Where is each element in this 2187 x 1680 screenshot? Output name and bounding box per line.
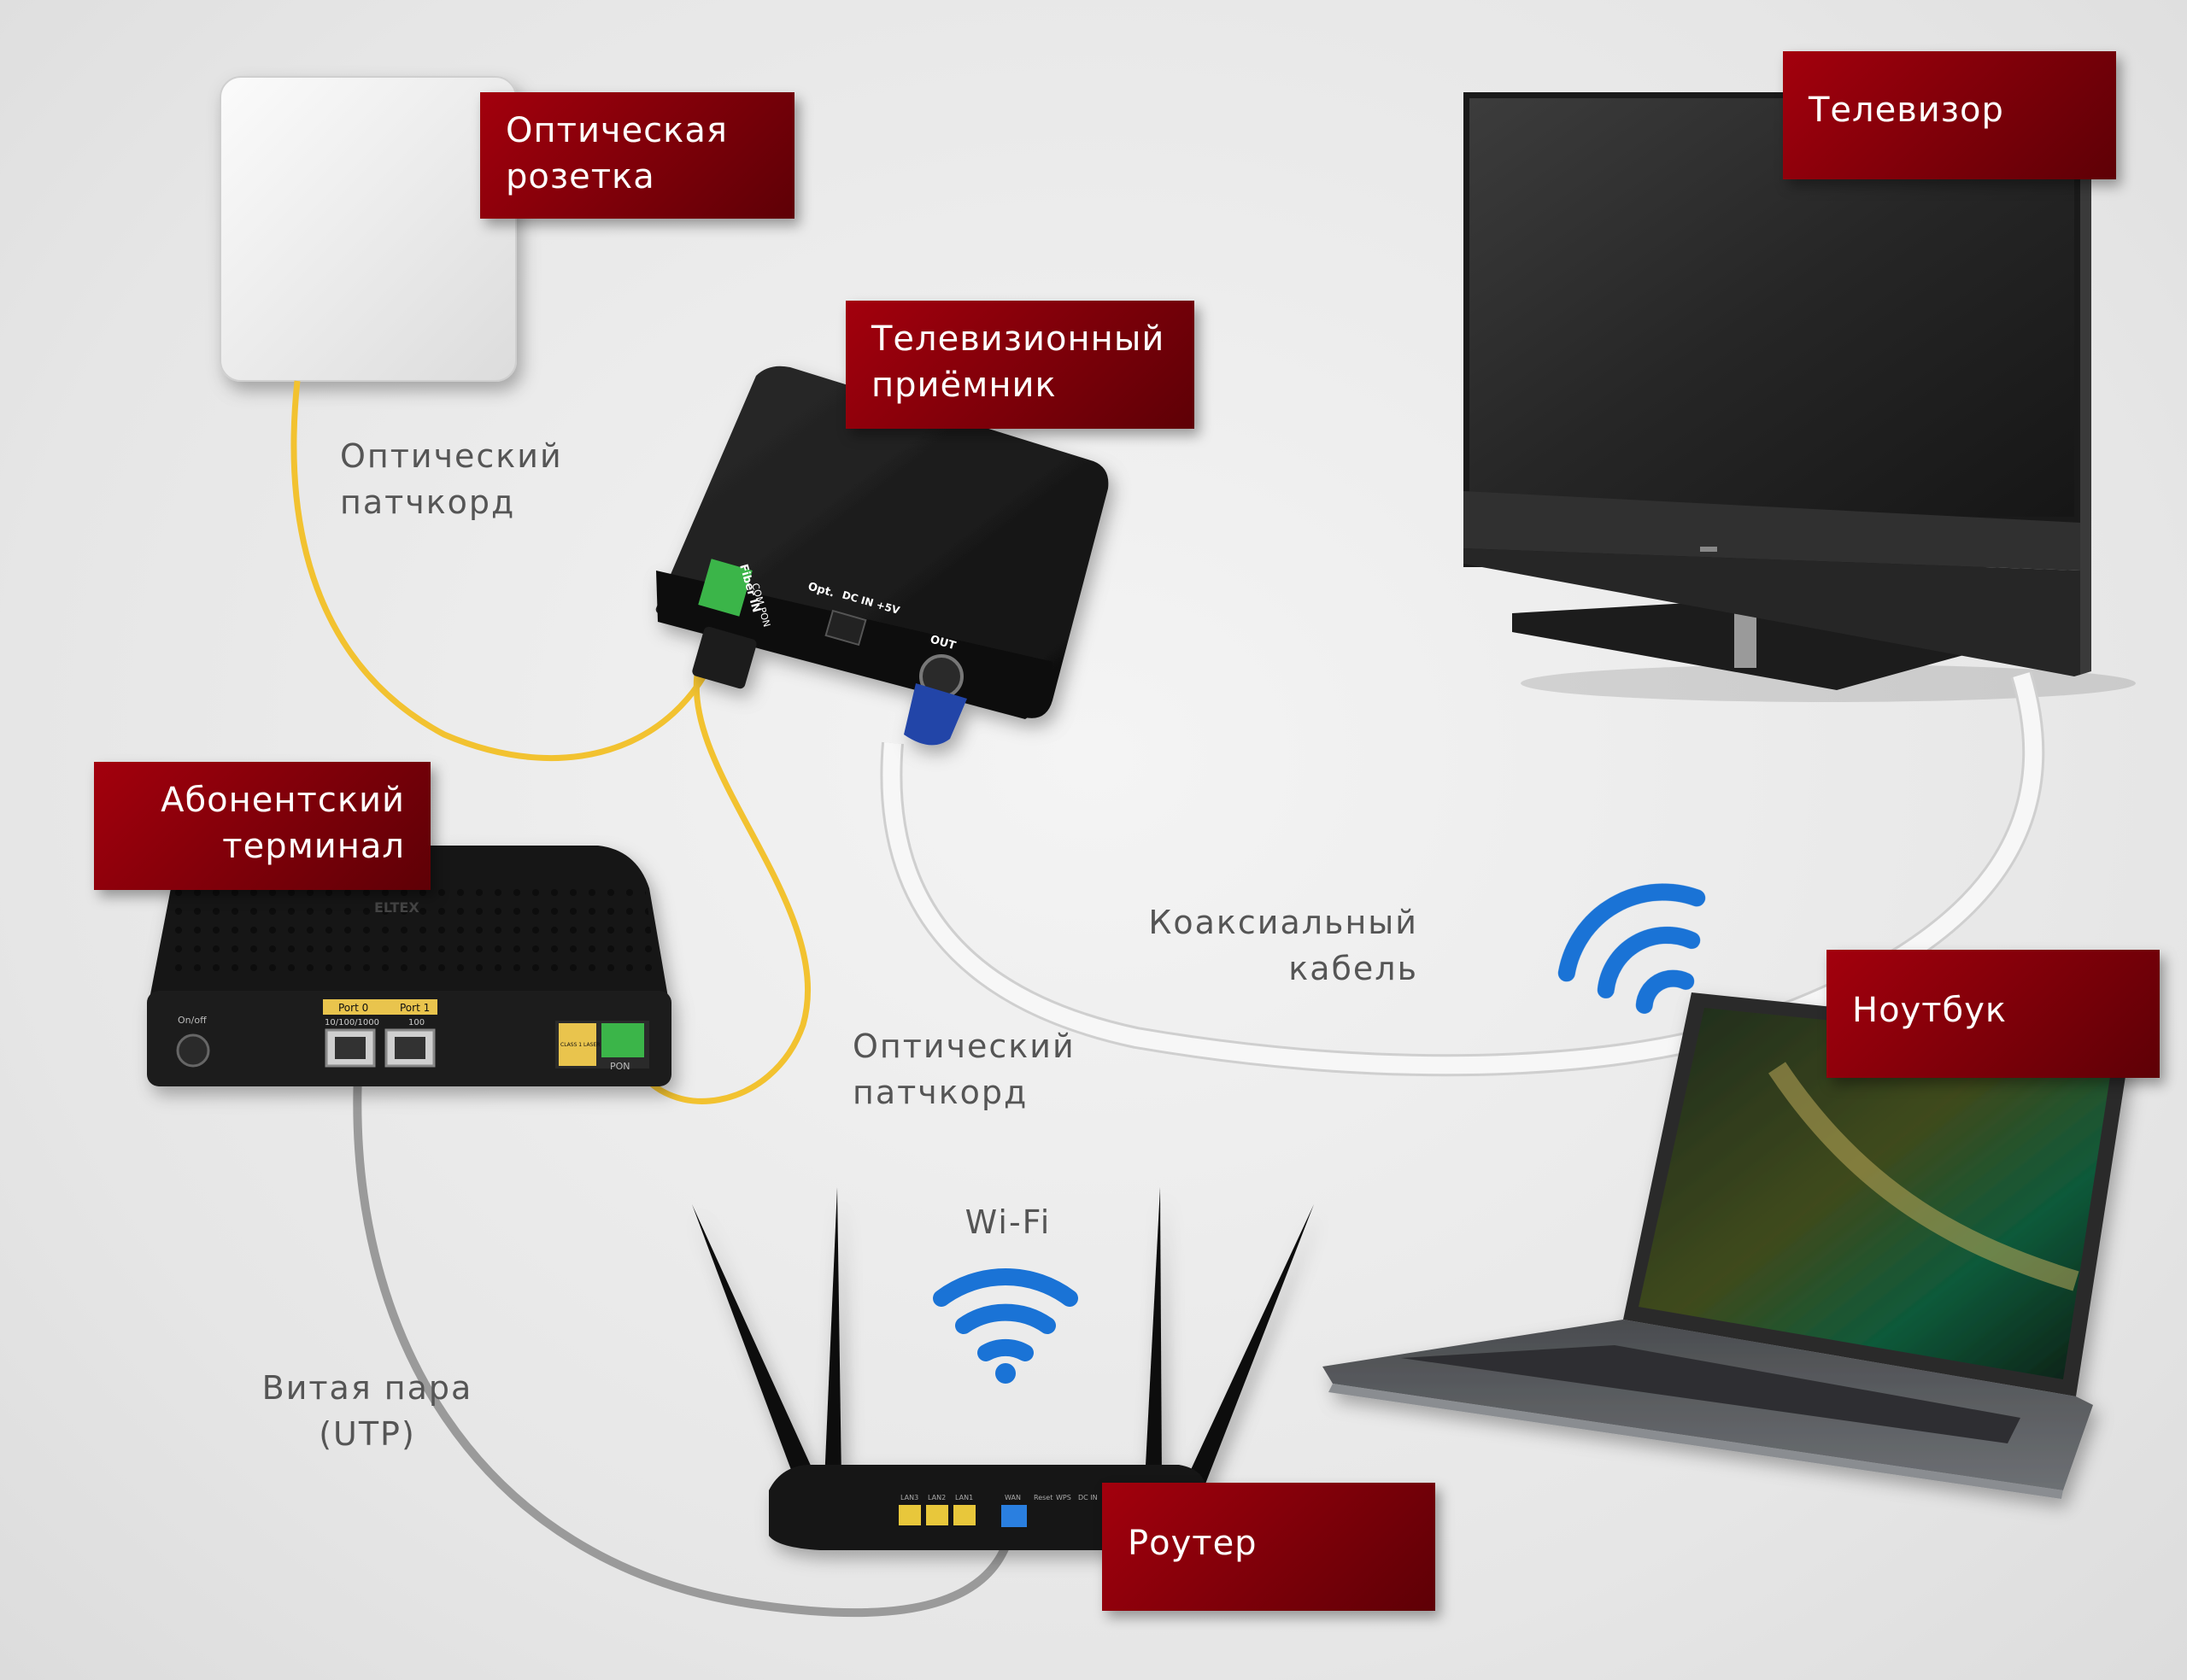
wifi-icon	[1557, 883, 1706, 1014]
label-tv: Телевизор	[1783, 51, 2116, 179]
label-laptop: Ноутбук	[1826, 950, 2160, 1078]
label-optical-socket: Оптическая розетка	[480, 92, 794, 219]
caption-twisted-pair: Витая пара (UTP)	[261, 1369, 473, 1453]
coaxial-cable	[880, 671, 2045, 1077]
caption-wifi: Wi-Fi	[965, 1203, 1052, 1241]
router-wan-text: WAN	[1005, 1494, 1021, 1501]
optical-patchcord-socket-to-receiver	[290, 380, 721, 761]
optical-patchcord-receiver-to-terminal	[629, 664, 812, 1104]
router-dc-text: DC IN	[1078, 1494, 1098, 1501]
router-reset-text: Reset	[1034, 1494, 1052, 1501]
label-router: Роутер	[1102, 1483, 1435, 1611]
laptop	[1322, 992, 2131, 1499]
utp-cable	[353, 1057, 1017, 1618]
television	[1463, 92, 2136, 702]
router-wps-text: WPS	[1056, 1494, 1071, 1501]
router-lan2-text: LAN2	[928, 1494, 946, 1501]
terminal-speed0-text: 10/100/1000	[325, 1018, 379, 1027]
tv-receiver: Fiber IN COM PON Opt. DC IN +5V OUT	[655, 366, 1109, 746]
caption-optical-patchcord-1: Оптический патчкорд	[340, 437, 563, 521]
optical-socket	[220, 76, 517, 382]
terminal-speed1-text: 100	[408, 1018, 425, 1027]
router-lan1-text: LAN1	[955, 1494, 973, 1501]
wifi-icon	[933, 1268, 1078, 1384]
router: LAN3 LAN2 LAN1 WAN Reset WPS DC IN	[692, 1187, 1314, 1550]
terminal-onoff-text: On/off	[178, 1015, 207, 1026]
caption-coaxial-cable: Коаксиальный кабель	[1148, 904, 1418, 987]
router-lan3-text: LAN3	[900, 1494, 918, 1501]
label-subscriber-terminal: Абонентский терминал	[94, 762, 431, 890]
terminal-brand-text: ELTEX	[374, 899, 419, 916]
label-tv-receiver: Телевизионный приёмник	[846, 301, 1194, 429]
terminal-laser-text: CLASS 1 LASER DEVICE	[560, 1042, 621, 1048]
caption-optical-patchcord-2: Оптический патчкорд	[853, 1027, 1076, 1111]
terminal-port1-text: Port 1	[400, 1002, 430, 1014]
terminal-pon-text: PON	[610, 1061, 630, 1072]
terminal-port0-text: Port 0	[338, 1002, 368, 1014]
